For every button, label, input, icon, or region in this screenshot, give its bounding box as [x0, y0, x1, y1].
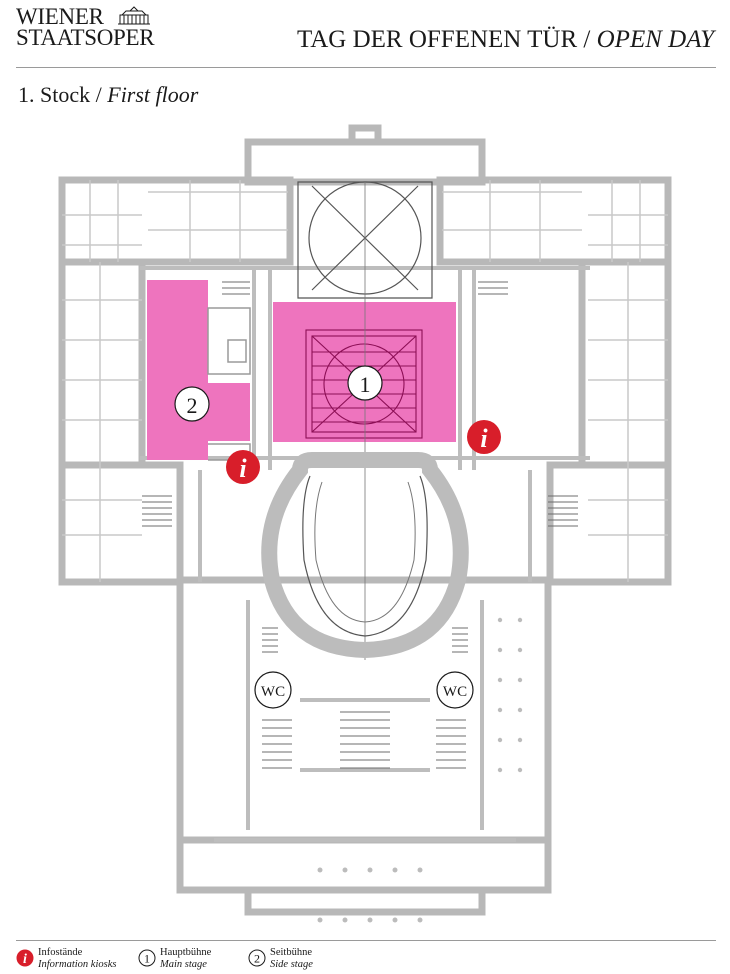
legend-side-stage-number: 2 — [254, 952, 260, 966]
wc-right-marker: WC — [436, 671, 474, 709]
legend-divider — [16, 940, 716, 941]
info-kiosk-left: i — [226, 450, 260, 484]
legend-info-text: Infostände Information kiosks — [38, 947, 116, 971]
main-stage-number-icon: 1 — [138, 949, 156, 967]
legend-side-stage-text: Seitbühne Side stage — [270, 947, 313, 971]
floor-plan: 1 2 i i WC WC — [58, 124, 672, 923]
legend-info-de: Infostände — [38, 947, 83, 958]
legend-side-stage-en: Side stage — [270, 959, 313, 970]
logo-line-1: WIENER — [16, 4, 104, 29]
header-divider — [16, 67, 716, 68]
auditorium — [261, 452, 469, 659]
legend-side-stage-de: Seitbühne — [270, 947, 312, 958]
floor-title-de: 1. Stock — [18, 82, 91, 107]
event-title-separator: / — [577, 26, 597, 53]
outer-window-grid — [62, 180, 668, 582]
legend: i Infostände Information kiosks 1 Hauptb… — [16, 946, 716, 974]
info-kiosk-icon: i — [16, 949, 34, 967]
wc-right-label: WC — [443, 684, 467, 700]
event-title-de: TAG DER OFFENEN TÜR — [296, 26, 578, 53]
legend-main-stage-text: Hauptbühne Main stage — [160, 947, 211, 971]
main-stage-marker: 1 — [347, 365, 383, 401]
floor-title-en: First floor — [107, 82, 199, 107]
event-title-en: OPEN DAY — [596, 26, 714, 53]
legend-main-stage-number: 1 — [144, 952, 150, 966]
wc-left-label: WC — [261, 684, 285, 700]
event-title: TAG DER OFFENEN TÜR / OPEN DAY — [297, 26, 714, 54]
legend-main-stage-de: Hauptbühne — [160, 947, 212, 958]
legend-main-stage-en: Main stage — [160, 959, 207, 970]
header: WIENER STAATSOPER TAG DER OFFENEN TÜR / … — [0, 0, 730, 70]
staircases — [142, 281, 578, 769]
legend-info-en: Information kiosks — [38, 959, 117, 970]
floor-title-separator: / — [90, 82, 108, 107]
side-stage-marker: 2 — [174, 386, 210, 422]
info-icon: i — [480, 424, 488, 453]
info-icon: i — [239, 454, 247, 483]
opera-house-icon — [118, 6, 150, 25]
wc-left-marker: WC — [254, 671, 292, 709]
logo-line-2: STAATSOPER — [16, 25, 155, 50]
info-kiosk-right: i — [467, 420, 501, 454]
side-stage-area — [147, 280, 250, 460]
foyer-columns — [317, 617, 523, 923]
legend-info-glyph: i — [23, 952, 27, 967]
side-stage-number-icon: 2 — [248, 949, 266, 967]
side-stage-number: 2 — [187, 393, 198, 418]
floor-title: 1. Stock / First floor — [18, 82, 198, 108]
main-stage-number: 1 — [360, 372, 371, 397]
staatsoper-logo: WIENER STAATSOPER — [16, 4, 155, 50]
